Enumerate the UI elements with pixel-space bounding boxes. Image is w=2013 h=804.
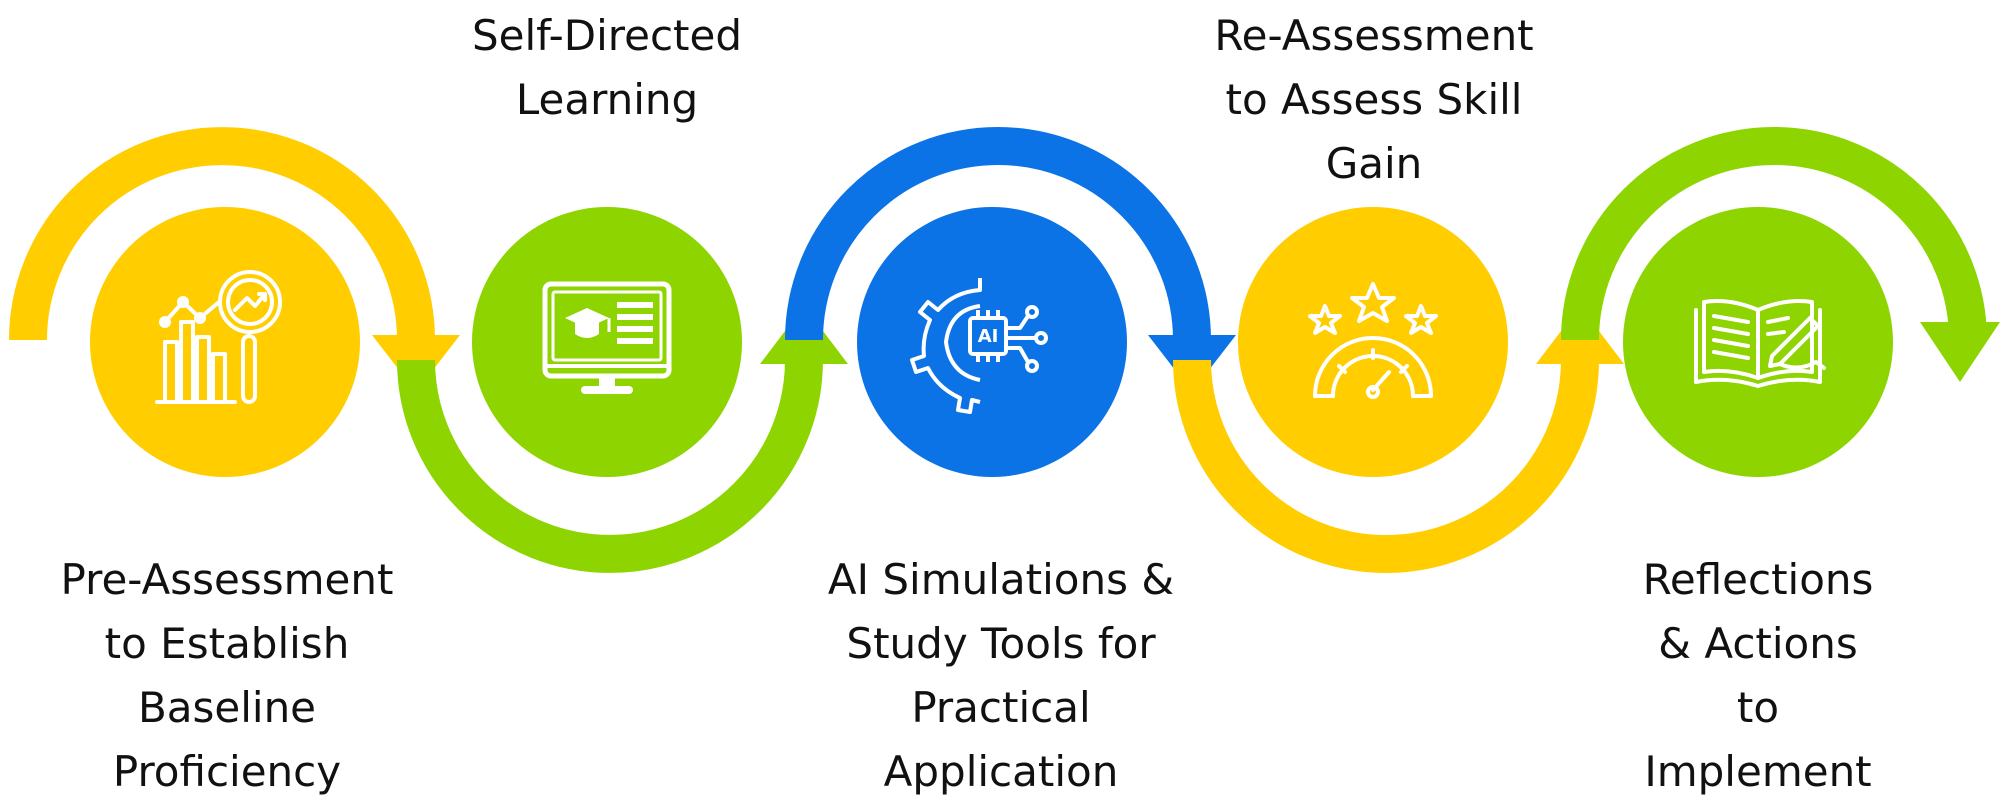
step-label-4-line-3: Gain — [1325, 139, 1423, 188]
arc-arrow-1 — [9, 127, 435, 341]
ai-gear-chip-icon: AI — [910, 278, 1048, 414]
step-label-4: Re-Assessment to Assess Skill Gain — [1185, 4, 1563, 196]
step-label-5: Reflections & Actions to Implement — [1612, 548, 1904, 804]
step-label-2-line-2: Learning — [515, 75, 699, 124]
step-circle-2 — [472, 207, 742, 477]
step-label-4-line-2: to Assess Skill — [1225, 75, 1523, 124]
step-label-2: Self-Directed Learning — [455, 4, 759, 132]
ai-chip-text: AI — [978, 326, 999, 347]
step-label-1: Pre-Assessment to Establish Baseline Pro… — [38, 548, 416, 804]
step-label-5-line-3: to — [1736, 683, 1780, 732]
arrowhead-5 — [1920, 322, 2000, 382]
step-circle-4 — [1238, 207, 1508, 477]
open-book-pen-icon — [1694, 299, 1826, 388]
step-circle-1 — [90, 207, 360, 477]
step-label-1-line-3: Baseline — [137, 683, 317, 732]
step-label-4-line-1: Re-Assessment — [1214, 11, 1534, 60]
step-label-5-line-1: Reflections — [1642, 555, 1874, 604]
step-label-3-line-2: Study Tools for — [846, 619, 1156, 668]
step-label-2-line-1: Self-Directed — [471, 11, 743, 60]
step-label-5-line-2: & Actions — [1658, 619, 1858, 668]
analytics-magnifier-icon — [155, 270, 282, 404]
step-label-3-line-3: Practical — [911, 683, 1091, 732]
step-label-1-line-4: Proficiency — [112, 747, 342, 796]
step-label-3-line-1: AI Simulations & — [827, 555, 1175, 604]
arc-arrow-2 — [397, 359, 823, 573]
arc-arrow-4 — [1173, 359, 1599, 573]
arc-arrow-5 — [1561, 127, 1987, 341]
arc-arrow-3 — [785, 127, 1211, 341]
computer-graduation-cap-icon — [542, 281, 672, 394]
step-label-1-line-2: to Establish — [104, 619, 350, 668]
step-circle-3 — [857, 207, 1127, 477]
step-label-5-line-4: Implement — [1644, 747, 1872, 796]
step-label-3-line-4: Application — [883, 747, 1119, 796]
step-label-1-line-1: Pre-Assessment — [60, 555, 394, 604]
stars-gauge-icon — [1308, 282, 1438, 399]
step-label-3: AI Simulations & Study Tools for Practic… — [812, 548, 1190, 804]
